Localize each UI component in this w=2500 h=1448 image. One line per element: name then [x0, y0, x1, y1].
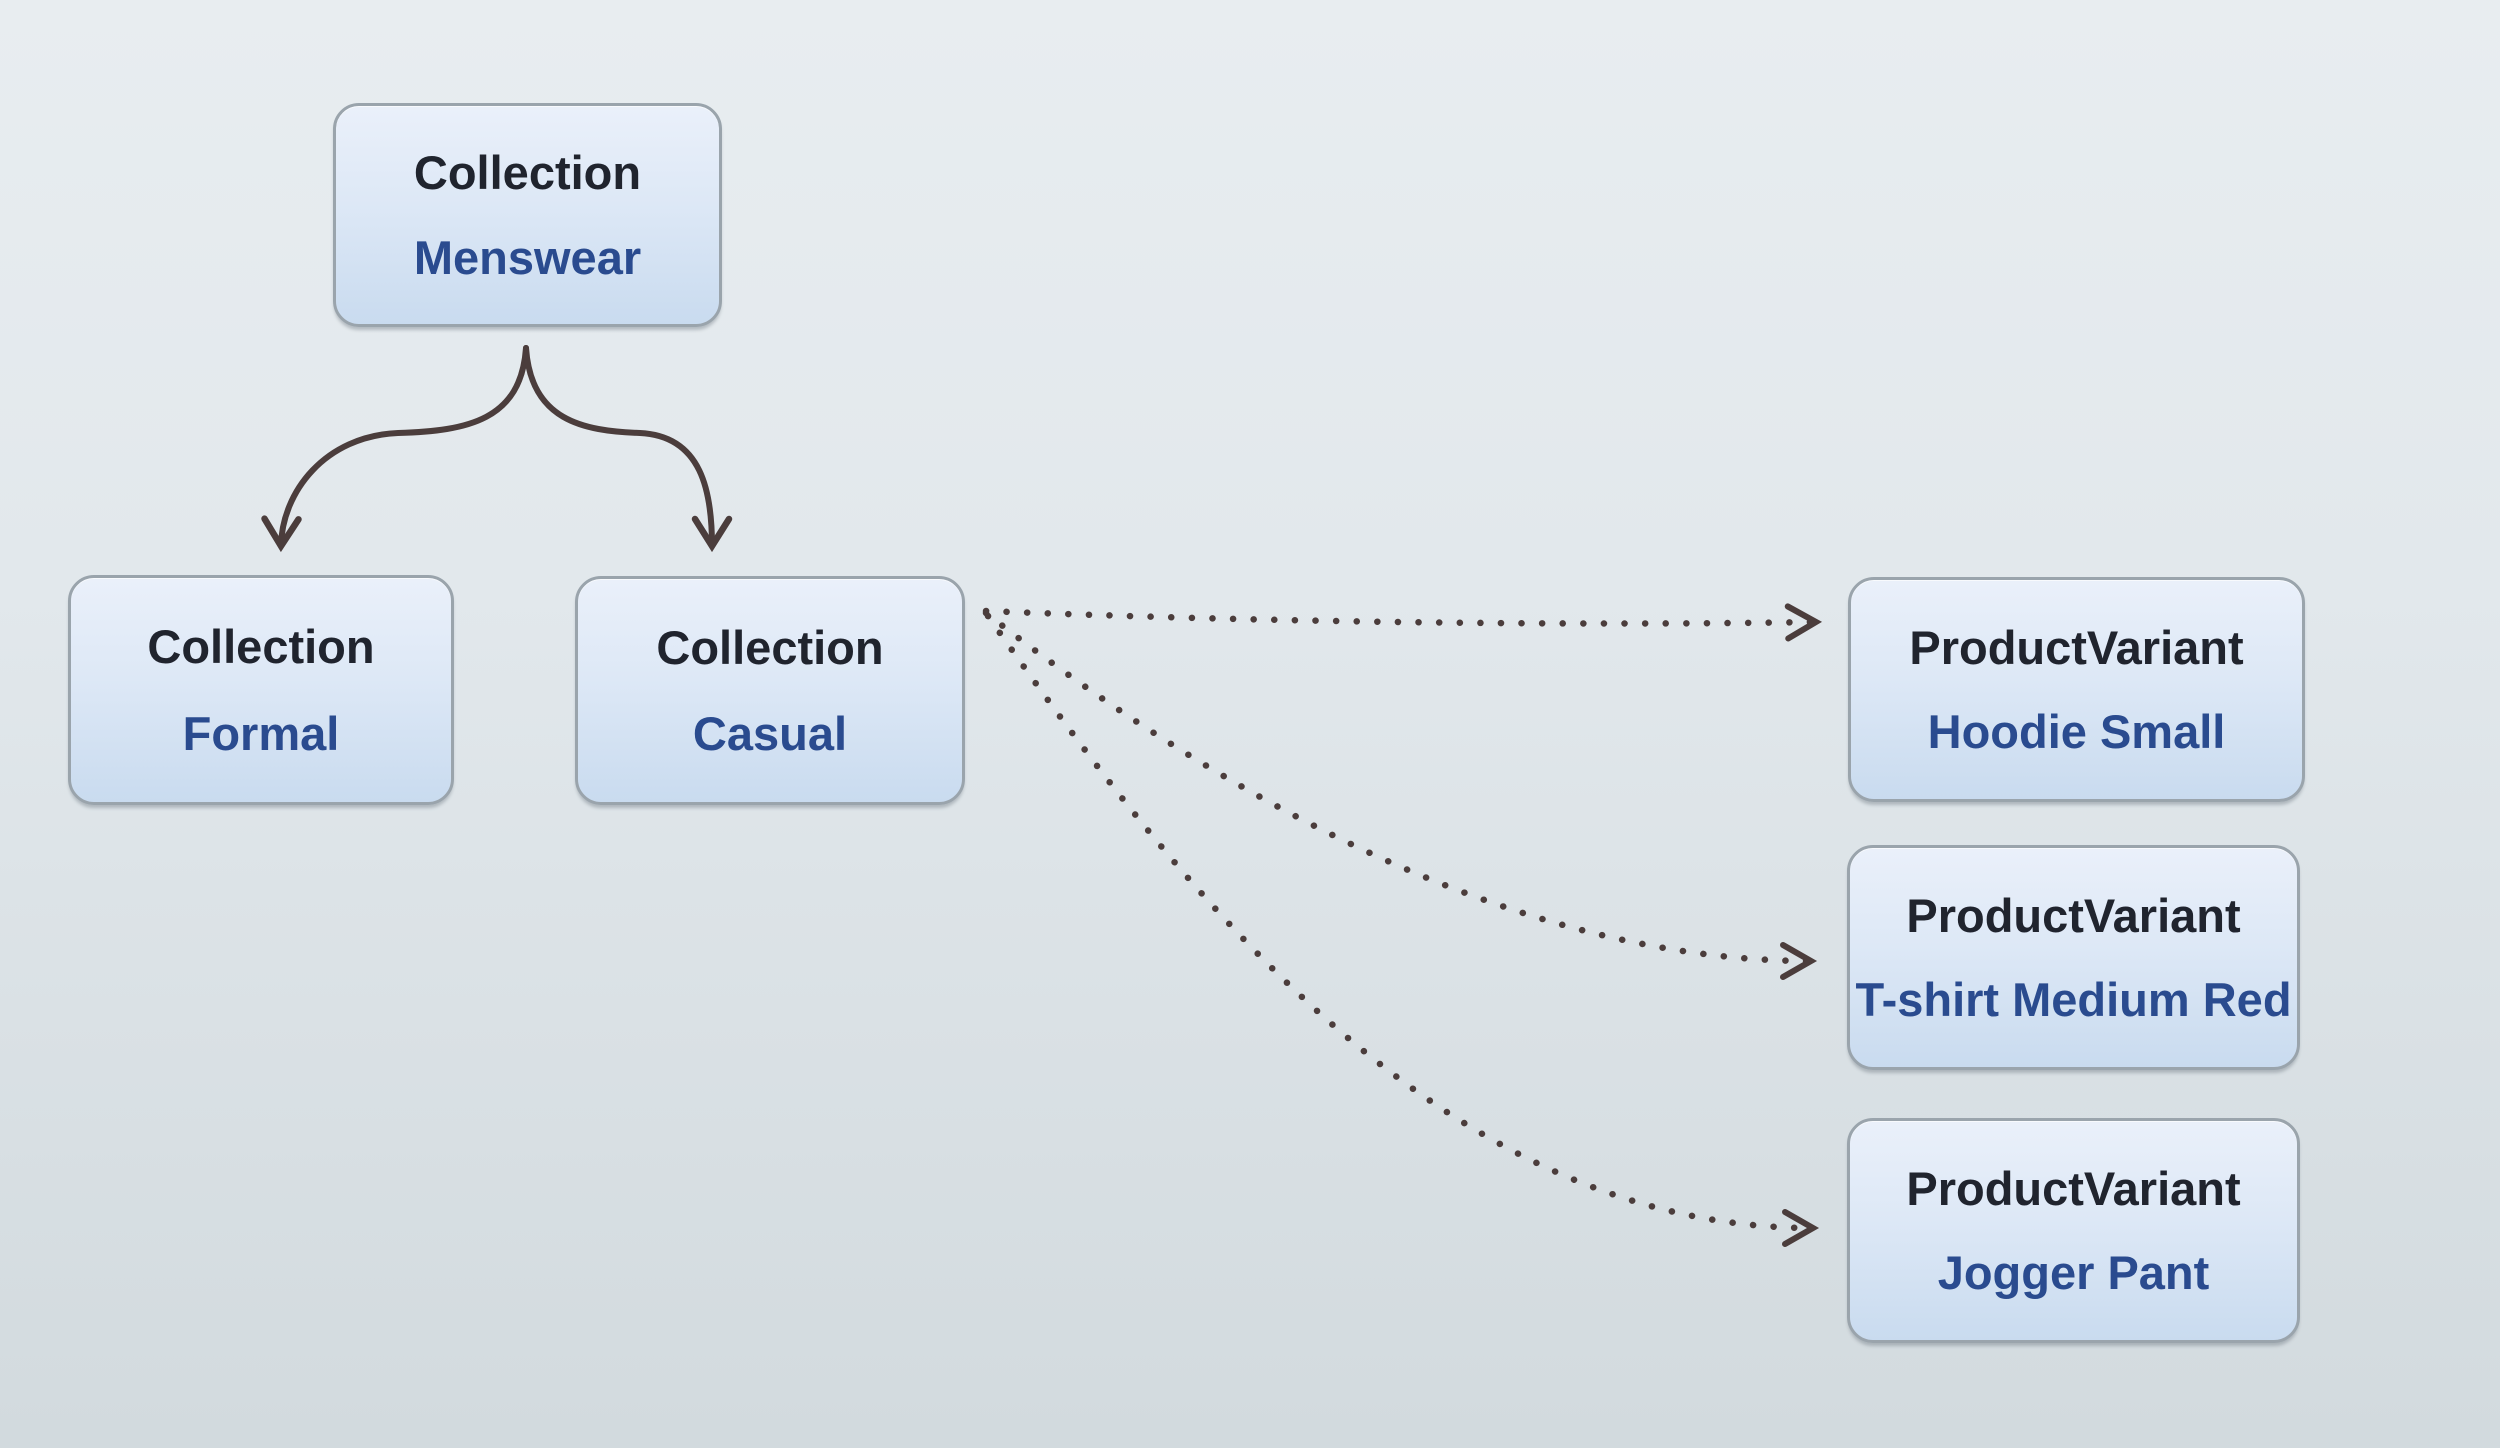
edge-menswear-formal — [261, 345, 529, 553]
edge-casual-tshirt — [982, 609, 1818, 980]
node-name-label: Casual — [692, 707, 848, 760]
node-name-label: Menswear — [413, 230, 642, 284]
node-name-label: Formal — [182, 706, 340, 760]
node-type-label: Collection — [656, 621, 884, 674]
node-productvariant-hoodie-small[interactable]: ProductVariant Hoodie Small — [1848, 577, 2305, 802]
node-type-label: ProductVariant — [1909, 620, 2244, 674]
node-name-label: Hoodie Small — [1927, 705, 2226, 759]
node-collection-menswear[interactable]: Collection Menswear — [333, 103, 722, 327]
node-productvariant-jogger-pant[interactable]: ProductVariant Jogger Pant — [1847, 1118, 2300, 1343]
node-name-label: Jogger Pant — [1937, 1246, 2210, 1300]
node-type-label: ProductVariant — [1906, 1161, 2241, 1215]
node-collection-formal[interactable]: Collection Formal — [68, 575, 454, 805]
node-type-label: ProductVariant — [1906, 888, 2241, 942]
node-productvariant-tshirt-medium-red[interactable]: ProductVariant T-shirt Medium Red — [1847, 845, 2300, 1070]
edge-casual-jogger — [984, 612, 1820, 1247]
edge-menswear-casual — [523, 345, 733, 553]
edge-casual-hoodie — [982, 603, 1823, 642]
node-type-label: Collection — [147, 620, 375, 674]
node-name-label: T-shirt Medium Red — [1855, 973, 2292, 1027]
node-type-label: Collection — [413, 146, 642, 200]
node-collection-casual[interactable]: Collection Casual — [575, 576, 965, 805]
